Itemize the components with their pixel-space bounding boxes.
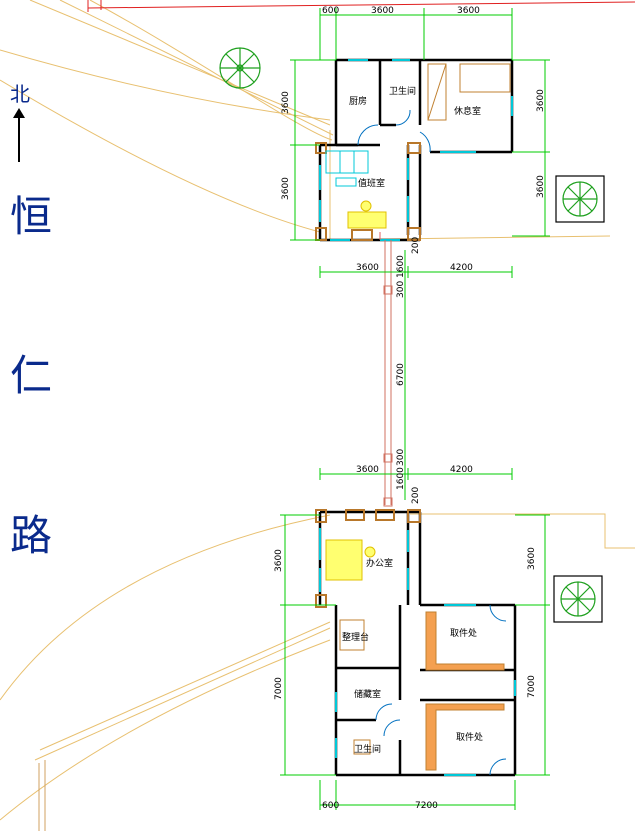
dim-corr-300a: 300 [396,281,406,298]
dim-bot-7200: 7200 [415,801,438,811]
room-pickup-2: 取件处 [456,731,483,743]
tree-right-bottom [553,575,603,623]
red-boundary [87,0,635,12]
bottom-building [315,509,517,777]
top-building [315,58,514,242]
room-sorting: 整理台 [342,631,369,643]
room-rest: 休息室 [454,105,481,117]
dim-low-200: 200 [411,487,421,504]
dim-low-3600: 3600 [356,465,379,475]
dim-top-3600a: 3600 [371,6,394,16]
dimension-lines [280,8,550,810]
dim-mid-3600: 3600 [356,263,379,273]
dim-corr-6700: 6700 [396,363,406,386]
dim-corr-300b: 300 [396,449,406,466]
room-toilet-top: 卫生间 [389,85,416,97]
dim-left-top-3600a: 3600 [281,91,291,114]
dim-left-bot-7000: 7000 [274,677,284,700]
dim-top-3600b: 3600 [457,6,480,16]
north-label: 北 [10,82,30,106]
dim-right-bot-3600: 3600 [527,547,537,570]
dim-right-top-3600b: 3600 [536,175,546,198]
road-name-char-3: 路 [10,511,53,560]
road-line [38,760,46,831]
room-office: 办公室 [366,557,393,569]
dim-bot-600: 600 [322,801,339,811]
north-arrow-icon [13,108,25,162]
room-storage: 储藏室 [354,688,381,700]
road-name-char-1: 恒 [10,192,53,241]
tree-right-top [555,175,605,223]
dim-top-600: 600 [322,6,339,16]
dim-right-bot-7000: 7000 [527,675,537,698]
dim-mid-4200: 4200 [450,263,473,273]
dim-left-bot-3600: 3600 [274,549,284,572]
dim-mid-200: 200 [411,237,421,254]
room-toilet-bottom: 卫生间 [354,743,381,755]
room-pickup-1: 取件处 [450,627,477,639]
dim-mid-1600: 1600 [396,255,406,278]
corridor [383,240,393,507]
room-kitchen: 厨房 [349,95,367,107]
road-name-char-2: 仁 [10,351,53,400]
room-duty: 值班室 [358,177,385,189]
tree-top-left [219,47,261,89]
dim-right-top-3600a: 3600 [536,89,546,112]
dim-low-4200: 4200 [450,465,473,475]
dim-left-top-3600b: 3600 [281,177,291,200]
dim-low-1600: 1600 [396,467,406,490]
